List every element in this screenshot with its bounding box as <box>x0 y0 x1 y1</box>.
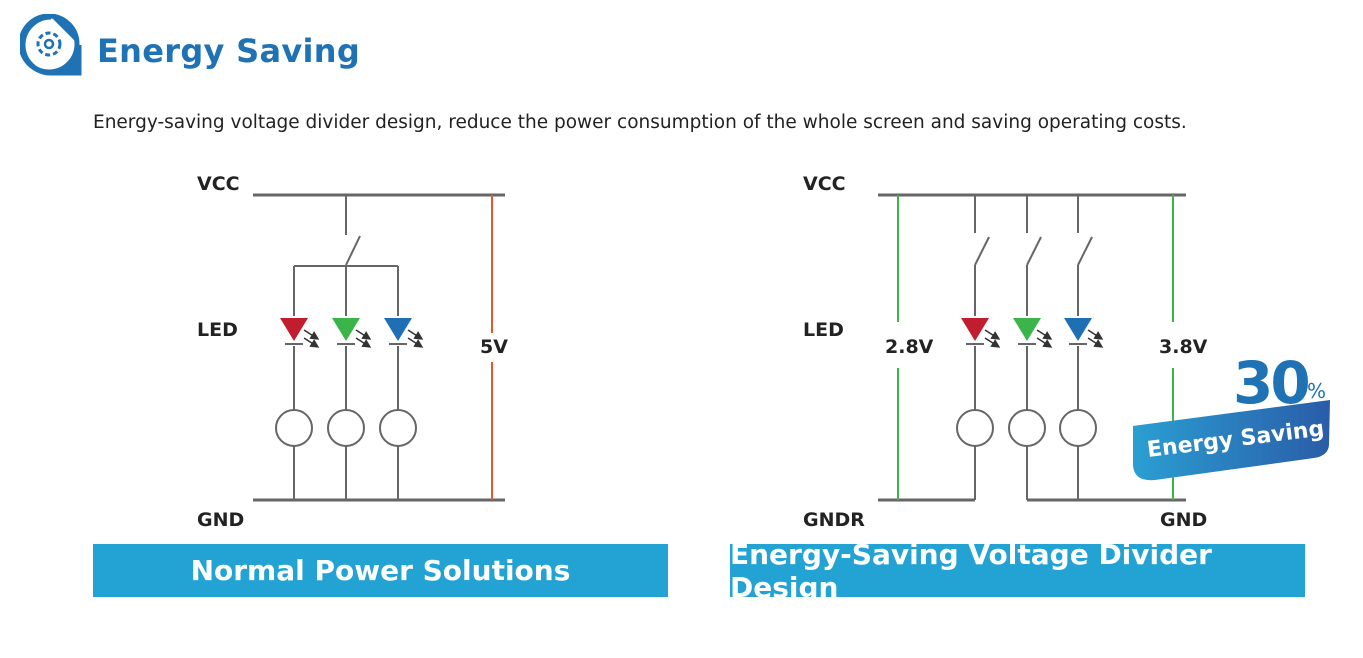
left-circuit <box>253 193 505 502</box>
right-caption: Energy-Saving Voltage Divider Design <box>730 538 1305 604</box>
gear-icon <box>20 14 82 76</box>
light-arrow-icon <box>355 329 372 340</box>
load-circle <box>327 409 365 447</box>
load-circle <box>956 409 994 447</box>
light-arrow-icon <box>984 337 1001 348</box>
badge-value: 30 <box>1233 349 1308 417</box>
load-circle <box>379 409 417 447</box>
left-led-label: LED <box>197 319 238 341</box>
light-arrow-icon <box>1087 337 1104 348</box>
load-circle <box>1059 409 1097 447</box>
left-voltage-label: 5V <box>480 336 508 358</box>
light-arrow-icon <box>1036 337 1053 348</box>
led-icon <box>332 318 360 341</box>
light-arrow-icon <box>355 337 372 348</box>
voltage-right-label: 3.8V <box>1159 336 1208 358</box>
left-caption: Normal Power Solutions <box>93 544 668 597</box>
light-arrow-icon <box>303 329 320 340</box>
voltage-left-label: 2.8V <box>885 336 934 358</box>
light-arrow-icon <box>984 329 1001 340</box>
header-icon <box>20 14 82 76</box>
led-icon <box>384 318 412 341</box>
description: Energy-saving voltage divider design, re… <box>93 112 1187 133</box>
led-icon <box>280 318 308 341</box>
left-vcc-label: VCC <box>197 173 240 195</box>
saving-badge: Energy Saving 30 % <box>1133 349 1330 481</box>
page-title: Energy Saving <box>97 32 361 70</box>
led-icon <box>1013 318 1041 341</box>
light-arrow-icon <box>303 337 320 348</box>
right-vcc-label: VCC <box>803 173 846 195</box>
right-led-label: LED <box>803 319 844 341</box>
light-arrow-icon <box>407 329 424 340</box>
light-arrow-icon <box>1087 329 1104 340</box>
light-arrow-icon <box>1036 329 1053 340</box>
right-gndr-label: GNDR <box>803 509 865 531</box>
right-gnd-label: GND <box>1160 509 1207 531</box>
load-circle <box>1008 409 1046 447</box>
led-icon <box>1064 318 1092 341</box>
led-icon <box>961 318 989 341</box>
left-gnd-label: GND <box>197 509 244 531</box>
right-circuit <box>878 193 1186 502</box>
load-circle <box>275 409 313 447</box>
badge-unit: % <box>1307 379 1326 403</box>
light-arrow-icon <box>407 337 424 348</box>
